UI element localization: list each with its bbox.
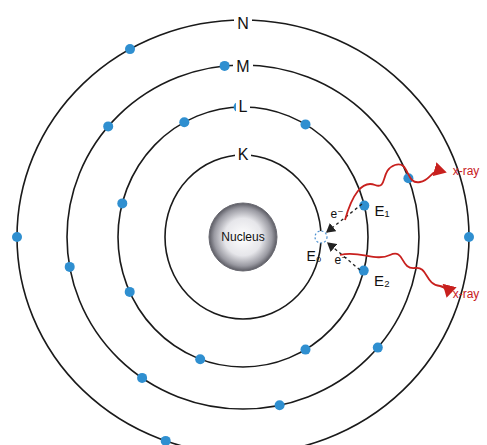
vacancy <box>315 231 327 243</box>
shell-label: M <box>233 58 252 76</box>
energy-label: E₀ <box>306 249 321 263</box>
electron <box>359 266 369 276</box>
electrons <box>12 44 474 445</box>
shell-label: L <box>236 98 251 116</box>
electron <box>65 262 75 272</box>
nucleus-label: Nucleus <box>209 203 277 271</box>
electron <box>12 232 22 242</box>
nucleus <box>209 203 277 271</box>
xray-wave <box>345 164 445 220</box>
xray-label: x-ray <box>453 165 480 177</box>
shells <box>17 20 469 445</box>
electron <box>179 117 189 127</box>
electron <box>301 345 311 355</box>
electron <box>464 232 474 242</box>
electron <box>220 61 230 71</box>
electron-label: e⁻ <box>330 208 343 220</box>
shell-label: N <box>234 15 252 33</box>
electron-label: e⁻ <box>334 254 347 266</box>
electron <box>373 343 383 353</box>
electron <box>161 436 171 445</box>
transition-arrow <box>328 243 360 270</box>
xray-wave <box>340 254 447 296</box>
transition-arrow <box>327 204 362 232</box>
electron <box>125 287 135 297</box>
electron <box>125 44 135 54</box>
energy-label: E₁ <box>374 203 389 218</box>
shell-label: K <box>235 146 252 164</box>
electron <box>117 198 127 208</box>
nucleus-text: Nucleus <box>221 230 264 244</box>
electron <box>195 354 205 364</box>
energy-label: E₂ <box>374 273 390 288</box>
electron <box>103 121 113 131</box>
xray-label: x-ray <box>453 288 480 300</box>
electron <box>275 400 285 410</box>
electron <box>301 119 311 129</box>
electron <box>137 373 147 383</box>
